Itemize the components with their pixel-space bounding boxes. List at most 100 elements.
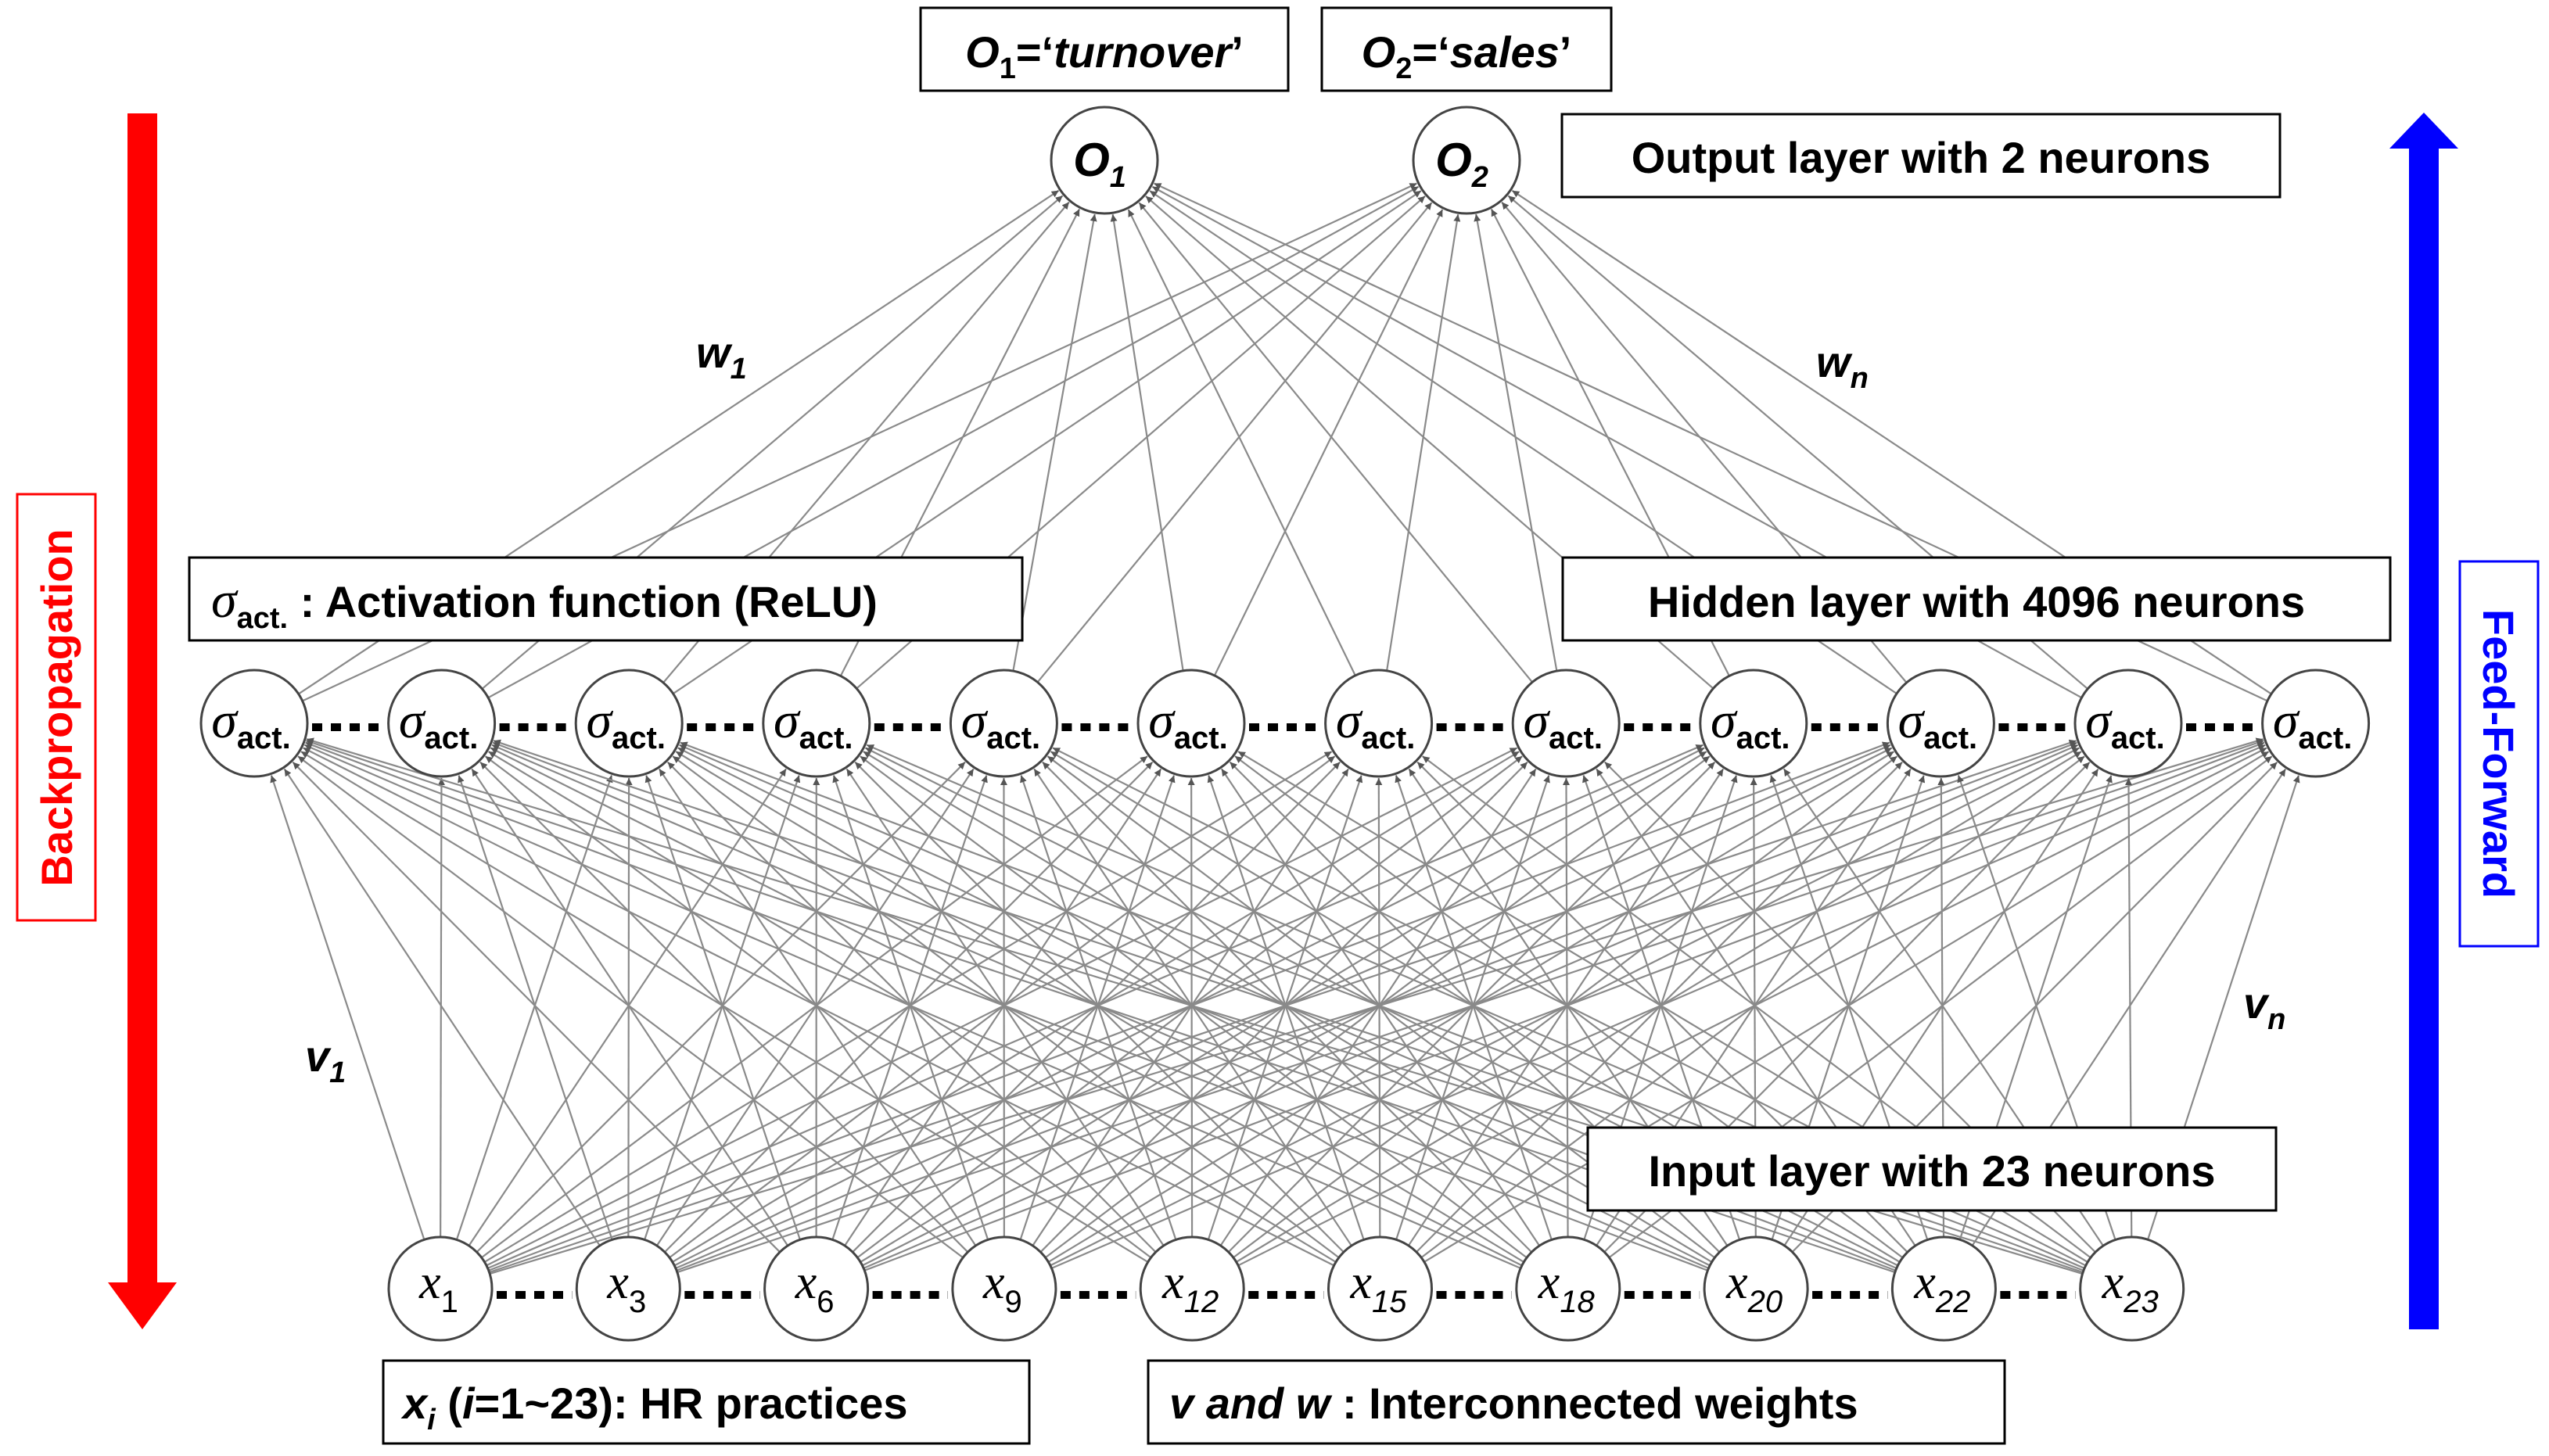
svg-text:O2=‘sales’: O2=‘sales’	[1362, 27, 1572, 85]
hr-practices-label: xi (i=1~23): HR practices	[382, 1359, 1031, 1445]
connection-v	[664, 761, 1154, 1253]
connection-v	[1020, 775, 1177, 1240]
weights-label: v and w : Interconnected weights	[1147, 1359, 2006, 1445]
connection-v	[1187, 777, 1195, 1238]
input-neuron-label: x20	[1725, 1256, 1783, 1319]
hidden-neuron-label: σact.	[1898, 692, 1978, 755]
connection-v	[852, 761, 1341, 1253]
connection-v	[1219, 768, 1537, 1246]
output-label-o2: O2=‘sales’	[1320, 6, 1613, 92]
output-label-o1: O1=‘turnover’	[919, 6, 1290, 92]
hidden-neuron-label: σact.	[586, 692, 666, 755]
connection-v	[1395, 775, 1553, 1240]
connection-v	[468, 768, 787, 1246]
hidden-neuron: σact.	[1324, 669, 1434, 778]
hidden-neuron: σact.	[1886, 669, 1995, 778]
connection-v	[1227, 761, 1716, 1253]
input-neuron-label: x18	[1538, 1256, 1596, 1319]
connection-v	[1416, 761, 1903, 1253]
connection-v	[437, 777, 445, 1238]
weight-label-v1: v1	[305, 1031, 346, 1089]
hidden-neuron: σact.	[1699, 669, 1808, 778]
backpropagation-head	[108, 1282, 177, 1329]
backpropagation-arrow	[108, 113, 177, 1329]
input-neuron: x9	[951, 1235, 1057, 1342]
input-neuron-label: x9	[982, 1256, 1022, 1319]
svg-text:Feed-Forward: Feed-Forward	[2474, 609, 2523, 898]
feedforward-arrow	[2389, 113, 2458, 1329]
connection-v	[1039, 761, 1528, 1253]
backpropagation-shaft	[127, 113, 157, 1282]
connection-v	[455, 775, 613, 1240]
hidden-neuron-label: σact.	[1711, 692, 1790, 755]
hidden-neuron-label: σact.	[1336, 692, 1416, 755]
input-neuron: x3	[575, 1235, 681, 1342]
input-neuron-label: x3	[606, 1256, 646, 1319]
hidden-neuron-label: σact.	[1523, 692, 1603, 755]
hidden-neuron-label: σact.	[2273, 692, 2353, 755]
hidden-neuron: σact.	[2261, 669, 2371, 778]
output-layer: O1 O2	[1050, 106, 1521, 215]
feedforward-shaft	[2409, 149, 2439, 1329]
activation-function-label: σact. : Activation function (ReLU)	[188, 556, 1024, 642]
connection-v	[644, 775, 801, 1240]
connection-w	[1110, 214, 1184, 671]
output-neuron: O1	[1050, 106, 1159, 215]
connection-v	[270, 775, 425, 1240]
svg-text:v and w : Interconnected weigh: v and w : Interconnected weights	[1169, 1379, 1858, 1428]
input-neuron: x12	[1139, 1235, 1245, 1342]
connection-w	[1474, 213, 1558, 672]
connection-v	[305, 741, 1708, 1271]
connection-v	[655, 768, 975, 1246]
hidden-neuron: σact.	[1136, 669, 1246, 778]
input-neuron-label: x15	[1349, 1256, 1407, 1319]
connection-v	[300, 751, 1149, 1263]
svg-text:Backpropagation: Backpropagation	[32, 529, 81, 886]
connection-v	[1019, 775, 1176, 1240]
input-neuron-label: x22	[1913, 1256, 1970, 1319]
backpropagation-label: Backpropagation	[16, 493, 97, 922]
output-neuron-label: O1	[1073, 134, 1126, 194]
svg-text:xi (i=1~23): HR practices: xi (i=1~23): HR practices	[400, 1379, 908, 1436]
hidden-neuron-label: σact.	[774, 692, 853, 755]
hidden-neuron: σact.	[762, 669, 871, 778]
connection-v	[644, 775, 801, 1240]
hidden-neuron: σact.	[199, 669, 309, 778]
connection-v	[1207, 775, 1363, 1240]
input-neuron: x15	[1327, 1235, 1433, 1342]
connection-w	[1127, 209, 1356, 676]
hidden-neuron-label: σact.	[2085, 692, 2165, 755]
hidden-neuron: σact.	[2073, 669, 2183, 778]
output-neuron: O2	[1412, 106, 1521, 215]
output-layer-label: Output layer with 2 neurons	[1560, 113, 2282, 199]
connection-v	[283, 768, 601, 1246]
input-neuron: x23	[2079, 1235, 2185, 1342]
connection-w	[1012, 213, 1097, 672]
connection-v	[625, 777, 633, 1238]
hidden-neuron-label: σact.	[399, 692, 479, 755]
svg-text:Output layer with 2 neurons: Output layer with 2 neurons	[1632, 133, 2211, 182]
feedforward-label: Feed-Forward	[2458, 560, 2540, 948]
connection-v	[1562, 777, 1570, 1238]
connection-v	[831, 775, 988, 1240]
svg-text:O1=‘turnover’: O1=‘turnover’	[965, 27, 1244, 85]
weight-label-w1: w1	[696, 328, 747, 386]
input-layer-label: Input layer with 23 neurons	[1586, 1126, 2278, 1212]
hidden-neuron-label: σact.	[211, 692, 291, 755]
input-neuron-label: x12	[1161, 1256, 1219, 1319]
input-neuron-label: x23	[2102, 1256, 2159, 1319]
weight-label-vn: vn	[2243, 978, 2285, 1036]
connection-v	[297, 755, 964, 1259]
hidden-neuron: σact.	[387, 669, 497, 778]
connection-v	[832, 775, 989, 1240]
svg-text:Input layer with 23 neurons: Input layer with 23 neurons	[1648, 1146, 2215, 1196]
hidden-neuron-label: σact.	[961, 692, 1041, 755]
connection-w	[1138, 202, 1533, 683]
connection-v	[476, 761, 966, 1253]
hidden-neuron: σact.	[1511, 669, 1621, 778]
svg-text:Hidden layer with 4096 neurons: Hidden layer with 4096 neurons	[1648, 577, 2305, 626]
svg-text:σact. : Activation function (R: σact. : Activation function (ReLU)	[211, 572, 878, 635]
feedforward-head	[2389, 113, 2458, 149]
